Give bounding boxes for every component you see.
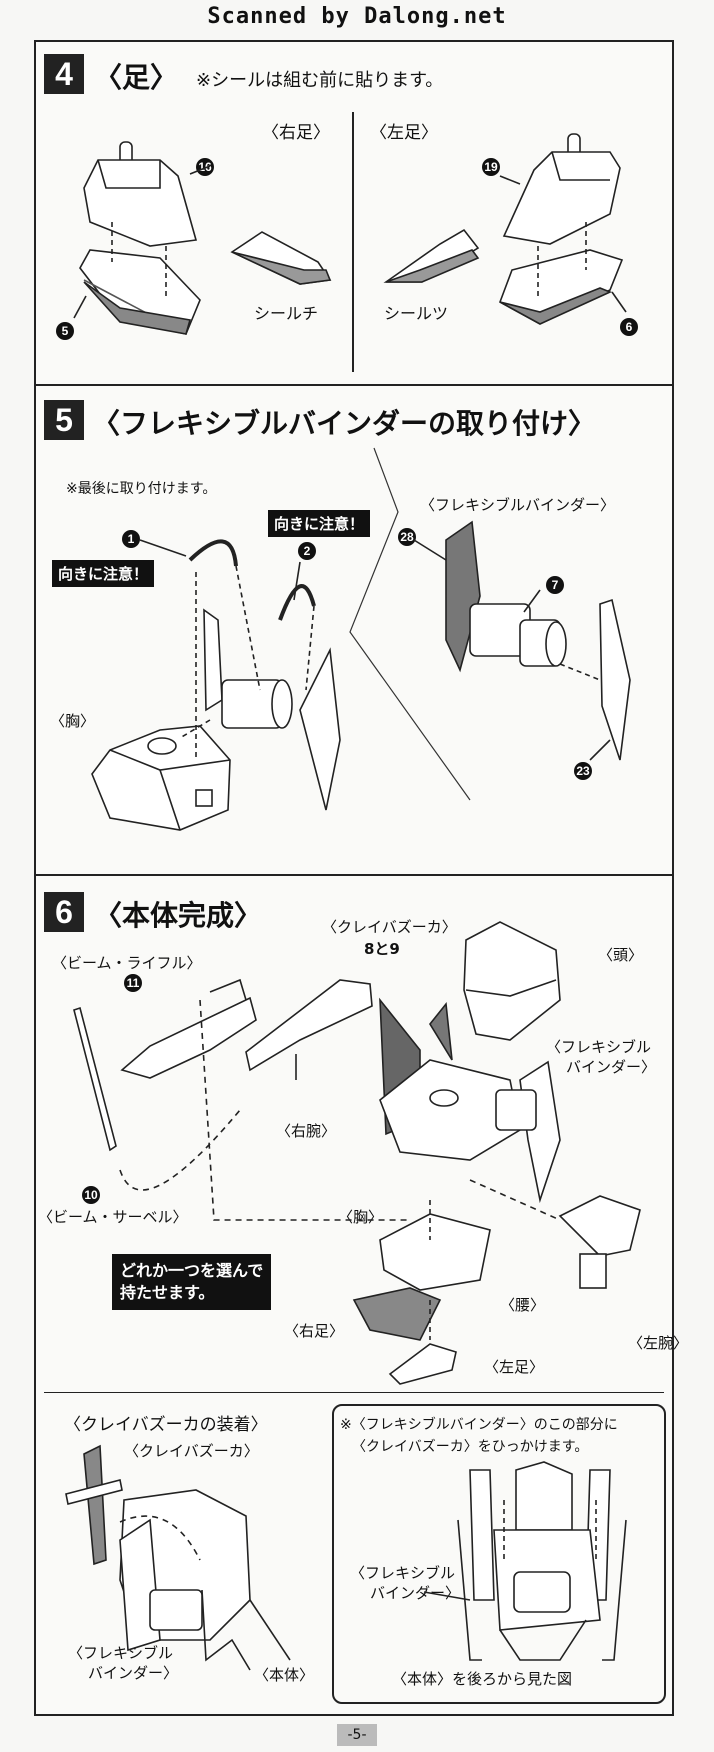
choose-one-box: どれか一つを選んで 持たせます。 <box>112 1254 272 1310</box>
right-arm-label: 〈右腕〉 <box>276 1122 337 1140</box>
choose-one-line1: どれか一つを選んで <box>120 1261 264 1280</box>
divider-legs <box>352 112 354 372</box>
binder-label-bottom-l2: バインダー〉 <box>88 1664 179 1682</box>
divider-step5-6 <box>34 874 674 876</box>
part-19: 19 <box>482 158 500 176</box>
binder-label-step6-l1: 〈フレキシブル <box>546 1038 652 1056</box>
part-2: 2 <box>298 542 316 560</box>
beam-rifle-label: 〈ビーム・ライフル〉 <box>52 954 202 972</box>
divider-step4-5 <box>34 384 674 386</box>
part-28: 28 <box>398 528 416 546</box>
left-arm-label: 〈左腕〉 <box>628 1334 689 1352</box>
part-7: 7 <box>546 576 564 594</box>
binder-label-backview-l1: 〈フレキシブル <box>350 1564 456 1582</box>
back-view-illustration <box>423 1461 627 1661</box>
step4-right-leg-label: 〈右足〉 <box>262 123 330 143</box>
back-view-note-l1: ※〈フレキシブルバインダー〉のこの部分に <box>340 1417 618 1433</box>
binder-label-backview-l2: バインダー〉 <box>370 1584 461 1602</box>
step6-number: 6 <box>44 892 84 932</box>
binder-illustration <box>349 447 631 801</box>
body-label-bottom: 〈本体〉 <box>254 1666 315 1684</box>
step4-title: 〈足〉 <box>94 61 179 94</box>
part-16: 16 <box>196 158 214 176</box>
step6-title: 〈本体完成〉 <box>94 899 263 932</box>
right-leg-illustration <box>73 141 332 335</box>
step5-number: 5 <box>44 400 84 440</box>
sticker-chi-label: シールチ <box>254 304 319 323</box>
chest-label-step6: 〈胸〉 <box>338 1208 384 1226</box>
binder-label-bottom-l1: 〈フレキシブル <box>68 1644 174 1662</box>
part-5: 5 <box>56 322 74 340</box>
step4-note: ※シールは組む前に貼ります。 <box>196 70 444 91</box>
bazooka-mount-title: 〈クレイバズーカの装着〉 <box>64 1415 268 1435</box>
step5-title: 〈フレキシブルバインダーの取り付け〉 <box>92 407 597 440</box>
binder-label-step5: 〈フレキシブルバインダー〉 <box>420 496 616 514</box>
back-view-box <box>332 1404 666 1704</box>
left-leg-label-step6: 〈左足〉 <box>484 1358 545 1376</box>
chest-label-step5: 〈胸〉 <box>50 712 96 730</box>
bazooka-mount-illustration <box>65 1444 291 1671</box>
waist-label: 〈腰〉 <box>500 1296 546 1314</box>
clay-bazooka-label: 〈クレイバズーカ〉 <box>322 918 457 936</box>
back-view-note-l2: 〈クレイバズーカ〉をひっかけます。 <box>352 1439 589 1455</box>
caution-label-right: 向きに注意！ <box>268 510 371 537</box>
step4-number: 4 <box>44 54 84 94</box>
back-view-caption: 〈本体〉を後ろから見た図 <box>392 1670 573 1688</box>
part-1: 1 <box>122 530 140 548</box>
step5-note: ※最後に取り付けます。 <box>66 481 217 497</box>
choose-one-line2: 持たせます。 <box>120 1283 215 1302</box>
part-10: 10 <box>82 1186 100 1204</box>
beam-saber-label: 〈ビーム・サーベル〉 <box>38 1208 188 1226</box>
part-23: 23 <box>574 762 592 780</box>
divider-step6-bottom <box>44 1392 664 1393</box>
bazooka-parts-label: 8と9 <box>364 940 400 958</box>
page-number: -5- <box>337 1724 377 1746</box>
left-leg-illustration <box>383 133 627 325</box>
scanner-watermark: Scanned by Dalong.net <box>207 4 507 29</box>
right-leg-label-step6: 〈右足〉 <box>284 1322 345 1340</box>
sticker-tsu-label: シールツ <box>384 304 449 323</box>
head-label: 〈頭〉 <box>598 946 644 964</box>
bazooka-label-bottom: 〈クレイバズーカ〉 <box>124 1442 259 1460</box>
part-6: 6 <box>620 318 638 336</box>
complete-body-illustration <box>73 921 641 1385</box>
binder-attach-illustration <box>91 539 341 831</box>
caution-label-left: 向きに注意！ <box>52 560 155 587</box>
binder-label-step6-l2: バインダー〉 <box>566 1058 657 1076</box>
step4-left-leg-label: 〈左足〉 <box>370 123 438 143</box>
part-11: 11 <box>124 974 142 992</box>
